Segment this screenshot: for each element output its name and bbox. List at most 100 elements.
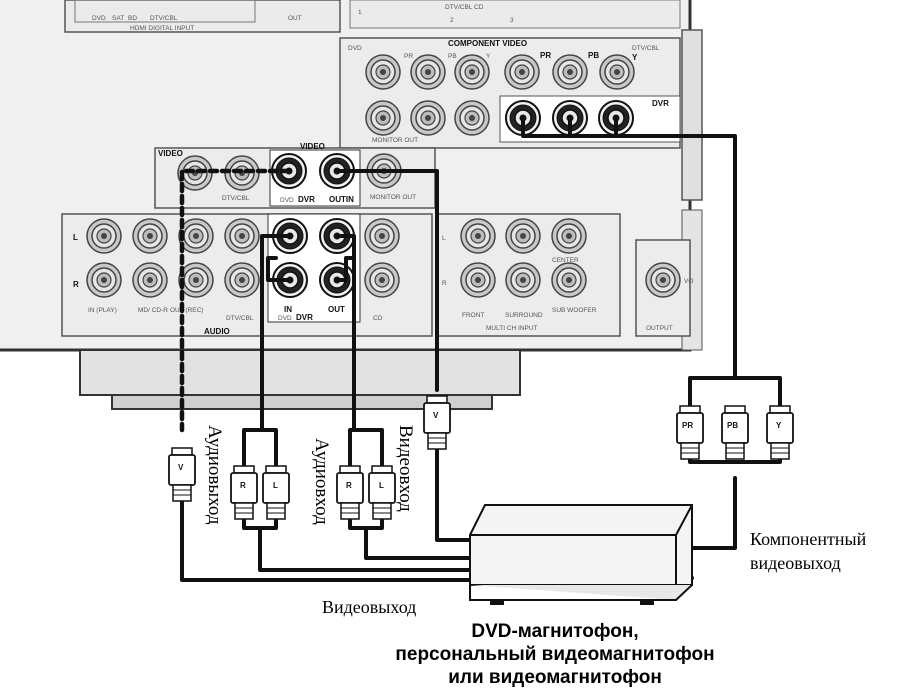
svg-text:R: R [442, 280, 447, 287]
plug-audio-in-l-label: L [379, 481, 384, 490]
connection-labels: Аудиовыход Аудиовход Видеовход Компонент… [204, 425, 867, 617]
multi-center-jack [551, 218, 587, 254]
audio-dvr-label: DVR [296, 313, 313, 322]
hdmi-input-strip: DVD SAT BD DTV/CBL OUT HDMI DIGITAL INPU… [64, 0, 681, 33]
plug-component-y [766, 405, 794, 460]
plug-audio-out-l [262, 465, 290, 520]
audio-out-rec-label: OUT (REC) [170, 307, 203, 314]
component-dtv-pr-label: PR [540, 51, 551, 60]
optical-dtvcbl-cd-label: DTV/CBL CD [445, 4, 484, 11]
device-caption: DVD-магнитофон, персональный видеомагнит… [340, 620, 770, 689]
video-dtvcbl-label: DTV/CBL [222, 195, 250, 202]
label-video-out: Видеовыход [322, 597, 416, 617]
svg-text:L: L [442, 235, 446, 242]
plug-component-pb-label: PB [727, 421, 738, 430]
plugs: V V R L R L PR PB Y [168, 395, 794, 520]
component-dvd-pb-label: PB [448, 53, 457, 60]
label-component-out-line1: Компонентный [750, 529, 867, 549]
audio-dtvcbl-r-jack [224, 262, 260, 298]
component-dvd-pr-jack [454, 54, 490, 90]
component-dtv-pb-label: PB [588, 51, 599, 60]
label-audio-in: Аудиовход [311, 438, 332, 525]
plug-audio-out-r-label: R [240, 481, 246, 490]
audio-cd-label: CD [373, 315, 383, 322]
video-monitor-out-label: MONITOR OUT [370, 194, 416, 201]
audio-play-r-jack [86, 262, 122, 298]
output-label: OUTPUT [646, 325, 673, 332]
monitor-out-y-jack [365, 100, 401, 136]
plug-audio-out-r [230, 465, 258, 520]
label-audio-out: Аудиовыход [204, 425, 225, 525]
audio-right-label: R [73, 280, 79, 289]
hdmi-out-label: OUT [288, 15, 302, 22]
audio-play-l-jack [86, 218, 122, 254]
cables [179, 116, 782, 582]
monitor-out-pr-jack [454, 100, 490, 136]
audio-left-label: L [73, 233, 78, 242]
multi-ch-input-label: MULTI CH INPUT [486, 325, 538, 332]
audio-in-play-label: IN (PLAY) [88, 307, 117, 314]
plug-component-pb [721, 405, 749, 460]
hdmi-bd-label: BD [128, 15, 137, 22]
multi-center-label: CENTER [552, 257, 579, 264]
monitor-out-pb-jack [410, 100, 446, 136]
component-video-section: COMPONENT VIDEO DVD PR PB Y PR PB Y DTV/… [339, 37, 681, 149]
video-outin-label: OUTIN [329, 195, 354, 204]
component-dtv-pr-jack [504, 54, 540, 90]
component-video-title: COMPONENT VIDEO [448, 39, 527, 48]
component-dvd-pb-jack [410, 54, 446, 90]
device-caption-line2: персональный видеомагнитофон [395, 644, 715, 665]
audio-section: L R IN (PLAY) MD/ CD-R OUT (REC) DTV/CBL… [61, 213, 433, 337]
multi-surround-label: SURROUND [505, 312, 543, 319]
video-title: VIDEO [300, 142, 325, 151]
component-dvd-y-jack [365, 54, 401, 90]
multi-front-r-jack [460, 262, 496, 298]
multi-surround-l-jack [505, 218, 541, 254]
audio-mdcdr-r-jack [132, 262, 168, 298]
component-dvd-pr-label: PR [404, 53, 413, 60]
plug-video-in [423, 395, 451, 450]
audio-out-label: OUT [328, 305, 345, 314]
multi-front-l-jack [460, 218, 496, 254]
hdmi-dvd-label: DVD [92, 15, 106, 22]
plug-audio-in-r-label: R [346, 481, 352, 490]
component-dtv-y-label: Y [632, 53, 638, 62]
optical-3-label: 3 [510, 17, 514, 24]
component-dtv-y-jack [599, 54, 635, 90]
audio-cd-r-jack [364, 262, 400, 298]
audio-dtvcbl-label: DTV/CBL [226, 315, 254, 322]
multi-subwoofer-label: SUB WOOFER [552, 307, 597, 314]
audio-cd-l-jack [364, 218, 400, 254]
label-component-out-line2: видеовыход [750, 553, 841, 573]
component-dvd-y-label: Y [486, 53, 491, 60]
component-dtv-pb-jack [552, 54, 588, 90]
component-dvd-label: DVD [348, 45, 362, 52]
output-vo-label: VO [684, 278, 693, 285]
audio-dvd-label: DVD [278, 315, 292, 322]
composite-video-section: VIDEO VIDEO DTV/CBL DVD DVR OUTIN MONITO… [154, 142, 436, 209]
video-dvr-label: DVR [298, 195, 315, 204]
device-caption-line1: DVD-магнитофон, [471, 621, 639, 642]
audio-mdcdr-l-jack [132, 218, 168, 254]
hdmi-sat-label: SAT [112, 15, 124, 22]
output-jack [645, 262, 681, 298]
plug-component-pr [676, 405, 704, 460]
audio-section-label: AUDIO [204, 327, 230, 336]
multi-subwoofer-jack [551, 262, 587, 298]
monitor-out-label: MONITOR OUT [372, 137, 418, 144]
component-dtvcbl-label: DTV/CBL [632, 45, 660, 52]
audio-in-label: IN [284, 305, 292, 314]
plug-video-out [168, 447, 196, 502]
label-video-in: Видеовход [395, 425, 416, 512]
dvd-recorder-device [469, 504, 693, 605]
multi-front-label: FRONT [462, 312, 484, 319]
audio-mdcdr-label: MD/ CD-R [138, 307, 168, 314]
device-caption-line3: или видеомагнитофон [448, 667, 662, 688]
plug-audio-out-l-label: L [273, 481, 278, 490]
plug-audio-in-r [336, 465, 364, 520]
optical-2-label: 2 [450, 17, 454, 24]
component-dvr-label: DVR [652, 99, 669, 108]
audio-dtvcbl-l-jack [224, 218, 260, 254]
plug-audio-in-l [368, 465, 396, 520]
